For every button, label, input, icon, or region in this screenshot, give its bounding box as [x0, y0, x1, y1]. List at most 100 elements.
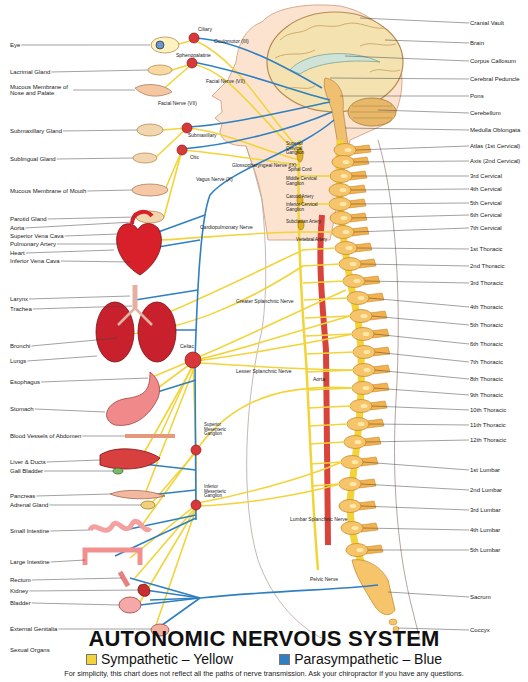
leader-line [388, 592, 469, 597]
nerve-label: Pelvic Nerve [310, 577, 338, 582]
nerve-label: Oculomotor (III) [214, 39, 249, 44]
organ-label: Kidney [10, 588, 28, 594]
leader-line [374, 334, 469, 344]
organ-label: External Genitalia [10, 626, 57, 632]
nerve-label: Carotid Artery [286, 195, 314, 200]
nerve-label: Spinal Cord [288, 168, 312, 173]
leader-line [330, 78, 469, 80]
leader-line [47, 460, 100, 462]
legend-text: Parasympathetic – Blue [294, 651, 442, 667]
chart-title: AUTONOMIC NERVOUS SYSTEM [0, 626, 528, 652]
leader-line [368, 549, 469, 550]
parasympathetic-nerves [115, 38, 378, 628]
organ-label: Bronchi [10, 343, 30, 349]
organ-label: Gall Bladder [10, 468, 43, 474]
leader-line [51, 70, 148, 72]
anatomy-label: Cerebellum [470, 110, 501, 116]
leader-line [21, 44, 150, 45]
organ-label: Sublingual Gland [10, 156, 56, 162]
leader-line [369, 424, 469, 426]
leader-line [356, 146, 469, 150]
nerve-label: Middle Cervical Ganglion [286, 177, 318, 186]
organ-label: Sexual Organs [10, 647, 50, 653]
leader-line [61, 261, 130, 262]
anatomy-label: 4th Lumbar [470, 527, 500, 533]
cerebellum [348, 98, 396, 126]
anatomy-label: 4th Cervical [470, 186, 502, 192]
leader-line [57, 243, 120, 244]
organ-label: Trachea [10, 306, 32, 312]
nerve-label: Inferior Mesenteric Ganglion [204, 485, 234, 499]
organ-label: Submaxillary Gland [10, 128, 62, 134]
nerve-label: Otic [190, 155, 199, 160]
leader-line [345, 128, 469, 130]
leader-line [31, 338, 118, 346]
leader-line [375, 370, 469, 379]
nerve-label: Vertebral Artery [296, 238, 327, 243]
leader-line [49, 504, 141, 505]
nerve-label: Subclavian Artery [286, 220, 321, 225]
anatomy-label: Pons [470, 93, 484, 99]
leader-line [385, 40, 469, 43]
organ-label: Liver & Ducts [10, 459, 46, 465]
anatomy-label: 4th Thoracic [470, 304, 503, 310]
organ-label: Large Intestine [10, 559, 50, 565]
leader-line [32, 578, 122, 580]
organ-label: Lungs [10, 358, 26, 364]
nerve-label: Celiac [180, 344, 194, 349]
organ-label: Superior Vena Cava [10, 233, 64, 239]
leader-line [361, 506, 469, 510]
organ-label: Eye [10, 42, 20, 48]
leader-line [369, 298, 469, 307]
sympathetic-nerves [120, 40, 354, 628]
anatomy-label: 2nd Lumbar [470, 487, 502, 493]
organ-label: Pancreas [10, 493, 35, 499]
caption: For simplicity, this chart does not refl… [0, 669, 528, 678]
organ-label: Heart [10, 250, 25, 256]
nerve-label: Facial Nerve (VII) [158, 101, 197, 106]
leader-line [361, 484, 469, 490]
leader-line [345, 56, 469, 61]
brainstem [324, 78, 348, 145]
leader-line [354, 161, 469, 162]
leader-line [82, 435, 125, 436]
leader-line [32, 603, 119, 605]
organs [85, 37, 179, 636]
leader-line [357, 248, 469, 250]
organ-label: Aorta [10, 225, 24, 231]
leader-line [363, 528, 469, 530]
leader-line [36, 494, 110, 496]
anatomy-label: 9th Thoracic [470, 392, 503, 398]
organ-label: Inferior Vena Cava [10, 258, 60, 264]
organ-label: Parotid Gland [10, 216, 47, 222]
leader-line [48, 217, 136, 219]
leader-line [63, 130, 137, 132]
nerve-label: Submaxillary [188, 133, 217, 138]
anatomy-label: 2nd Thoracic [470, 263, 505, 269]
leader-line [374, 388, 469, 395]
anatomy-label: 5th Thoracic [470, 322, 503, 328]
anatomy-label: 6th Thoracic [470, 341, 503, 347]
legend-item: Parasympathetic – Blue [279, 651, 442, 667]
leader-line [351, 203, 469, 204]
leader-line [378, 110, 469, 113]
organ-label: Adrenal Gland [10, 502, 48, 508]
leader-line [87, 190, 132, 192]
nerve-label: Aorta [313, 377, 325, 382]
anatomy-label: 3rd Lumbar [470, 507, 501, 513]
leader-line [360, 18, 469, 23]
anatomy-label: 7th Cervical [470, 225, 502, 231]
leader-line [29, 296, 130, 299]
anatomy-label: 5th Lumbar [470, 547, 500, 553]
leader-line [363, 462, 469, 470]
nerve-label: Vagus Nerve (X) [196, 177, 233, 182]
nerve-label: Facial Nerve (VII) [206, 79, 245, 84]
nerve-label: Ciliary [198, 27, 212, 32]
legend: Sympathetic – YellowParasympathetic – Bl… [0, 651, 528, 667]
organ-label: Stomach [10, 406, 34, 412]
organ-label: Bladder [10, 600, 31, 606]
anatomy-label: Atlas (1st Cervical) [470, 143, 520, 149]
anatomy-label: Axis (2nd Cervical) [470, 158, 520, 164]
